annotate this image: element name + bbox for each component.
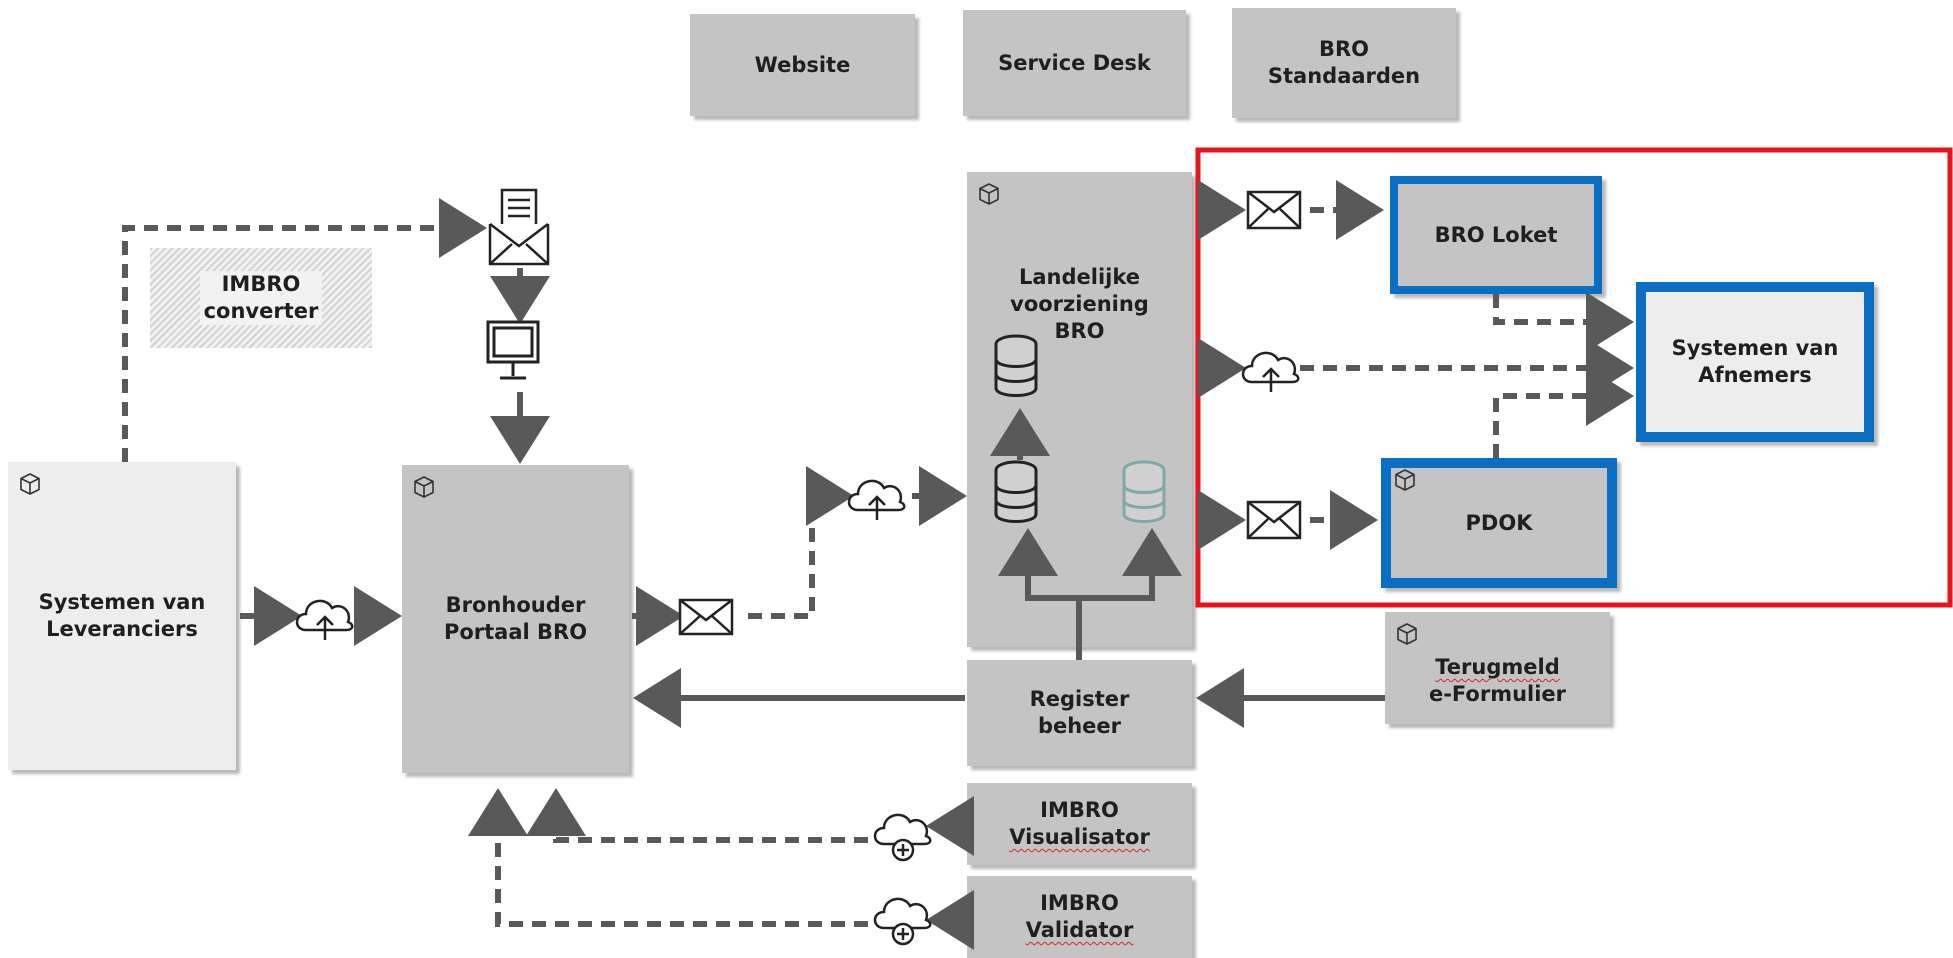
service-desk-box: Service Desk	[963, 10, 1186, 116]
cloud-upload-icon	[1241, 351, 1300, 392]
systemen-leveranciers-label: Systemen van Leveranciers	[38, 590, 206, 641]
bronhouder-portaal-box: Bronhouder Portaal BRO	[402, 465, 629, 773]
cube-icon	[20, 473, 40, 495]
imbro-converter-box: IMBRO converter	[150, 248, 372, 348]
cube-icon	[414, 476, 434, 498]
website-label: Website	[754, 52, 851, 77]
cube-icon	[979, 183, 999, 205]
terugmeld-line2: e-Formulier	[1428, 682, 1567, 706]
document-envelope-icon	[488, 188, 550, 266]
envelope-icon	[1246, 190, 1302, 230]
cloud-upload-icon	[295, 599, 354, 640]
bro-loket-box: BRO Loket	[1390, 176, 1602, 294]
database-icon	[994, 460, 1038, 523]
arrow-cloud-to-portaal-lower	[468, 788, 868, 927]
arrow-register-to-dbs	[1025, 548, 1155, 660]
register-beheer-box: Register beheer	[967, 660, 1192, 766]
cloud-plus-icon	[873, 813, 932, 862]
imbro-visualisator-line2: Visualisator	[1009, 825, 1150, 849]
imbro-visualisator-box: IMBRO Visualisator	[967, 783, 1192, 865]
arrow-leveranciers-to-email	[122, 198, 487, 462]
bro-standaarden-box: BRO Standaarden	[1232, 8, 1456, 118]
envelope-icon	[678, 598, 734, 636]
cloud-upload-icon	[847, 479, 906, 520]
database-icon	[994, 334, 1038, 397]
terugmeld-line1: Terugmeld	[1435, 655, 1560, 679]
arrow-envelope-to-cloud	[748, 466, 854, 619]
arrow-broloket-to-afnemers	[1493, 292, 1634, 352]
terugmeld-box: Terugmeld e-Formulier	[1385, 612, 1610, 724]
landelijke-voorziening-label: Landelijke voorziening BRO	[1010, 265, 1149, 343]
register-beheer-label: Register beheer	[1029, 687, 1130, 738]
highlight-frame	[1195, 147, 1953, 608]
arrow-cloud-to-portaal-upper	[526, 788, 868, 843]
bro-loket-label: BRO Loket	[1434, 222, 1558, 247]
imbro-validator-box: IMBRO Validator	[967, 876, 1192, 958]
pdok-box: PDOK	[1381, 458, 1617, 588]
systemen-afnemers-label: Systemen van Afnemers	[1671, 336, 1839, 387]
arrow-pdok-to-afnemers	[1493, 366, 1634, 458]
cube-icon	[1395, 469, 1415, 491]
website-box: Website	[690, 14, 915, 116]
cloud-plus-icon	[873, 897, 932, 946]
pdok-label: PDOK	[1465, 510, 1533, 535]
monitor-icon	[486, 320, 540, 380]
imbro-converter-label: IMBRO converter	[199, 271, 323, 325]
systemen-afnemers-box: Systemen van Afnemers	[1636, 282, 1874, 442]
bronhouder-portaal-label: Bronhouder Portaal BRO	[443, 593, 588, 644]
cube-icon	[1397, 623, 1417, 645]
envelope-icon	[1246, 500, 1302, 540]
systemen-leveranciers-box: Systemen van Leveranciers	[8, 462, 236, 770]
imbro-validator-line1: IMBRO	[1040, 891, 1119, 915]
bro-standaarden-label: BRO Standaarden	[1267, 37, 1421, 88]
imbro-validator-line2: Validator	[1025, 918, 1134, 942]
service-desk-label: Service Desk	[998, 50, 1151, 75]
imbro-visualisator-line1: IMBRO	[1040, 798, 1119, 822]
database-icon	[1122, 460, 1166, 523]
